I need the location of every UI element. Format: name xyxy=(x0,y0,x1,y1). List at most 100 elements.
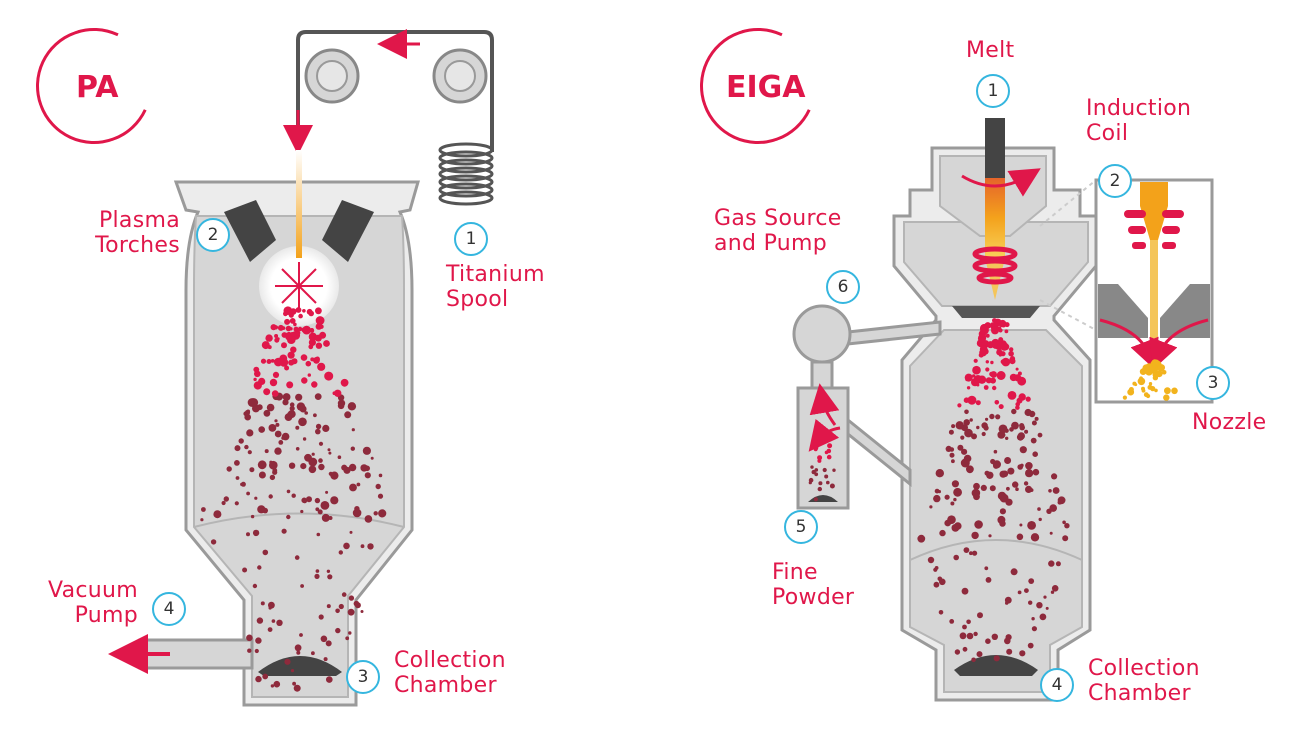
particle xyxy=(289,318,296,324)
particle xyxy=(318,458,323,463)
eiga-coil-turns xyxy=(972,246,1018,285)
particle xyxy=(1017,590,1022,595)
particle xyxy=(999,520,1006,527)
particle xyxy=(353,600,360,607)
particle xyxy=(937,470,944,476)
particle xyxy=(1019,650,1026,657)
particle xyxy=(253,377,257,382)
particle xyxy=(349,483,357,492)
particle xyxy=(1025,462,1033,470)
particle xyxy=(313,413,317,418)
particle xyxy=(973,358,978,363)
particle xyxy=(279,358,289,367)
particle xyxy=(360,610,364,613)
particle xyxy=(254,496,258,500)
particle xyxy=(247,398,257,407)
particle xyxy=(964,428,973,438)
particle xyxy=(1021,447,1027,452)
pa-powder-pile xyxy=(258,656,342,676)
particle xyxy=(1001,433,1006,437)
particle xyxy=(933,567,938,572)
particle xyxy=(917,534,926,543)
particle xyxy=(1046,508,1052,514)
particle xyxy=(327,448,331,452)
particle xyxy=(1012,481,1019,488)
pa-torch-left xyxy=(224,200,276,262)
particle xyxy=(240,481,246,487)
eiga-gas-neck xyxy=(810,360,834,390)
particle xyxy=(957,403,962,408)
particle xyxy=(362,446,371,455)
particle xyxy=(1045,606,1049,610)
particle xyxy=(294,644,302,652)
particle xyxy=(976,651,983,658)
particle xyxy=(305,360,312,367)
particle xyxy=(352,508,362,518)
particle xyxy=(997,374,1003,380)
particle xyxy=(976,425,980,430)
particle xyxy=(964,409,969,415)
particle xyxy=(990,360,994,365)
particle xyxy=(1019,523,1023,527)
particle xyxy=(961,587,969,595)
particle xyxy=(244,444,249,450)
particle xyxy=(314,497,321,504)
particle xyxy=(1064,523,1070,529)
particle xyxy=(286,489,291,494)
particle xyxy=(1006,486,1010,491)
particle xyxy=(343,466,351,474)
particle xyxy=(340,378,349,387)
eiga-badge-2: 2 xyxy=(1098,164,1132,198)
particle xyxy=(971,433,977,440)
particle xyxy=(829,483,835,489)
pa-torch-right xyxy=(322,200,374,262)
particle xyxy=(1062,535,1069,542)
particle xyxy=(255,637,262,644)
particle xyxy=(246,409,251,414)
particle xyxy=(1148,382,1153,386)
particle xyxy=(300,463,307,470)
particle xyxy=(997,491,1007,501)
particle xyxy=(998,404,1004,410)
particle xyxy=(253,366,260,373)
particle xyxy=(284,365,290,371)
particle xyxy=(273,680,281,688)
particle xyxy=(992,318,997,323)
particle xyxy=(1002,343,1010,350)
particle xyxy=(962,624,967,630)
particle xyxy=(293,684,301,692)
particle xyxy=(269,474,276,481)
particle xyxy=(953,497,957,502)
particle xyxy=(301,377,308,384)
particle xyxy=(965,377,970,382)
particle xyxy=(337,455,342,460)
particle xyxy=(293,326,299,332)
particle xyxy=(257,505,266,514)
eiga-inset-gas-left xyxy=(1099,318,1159,370)
particle xyxy=(364,472,371,479)
particle xyxy=(1030,533,1040,542)
particle xyxy=(308,465,317,474)
particle xyxy=(274,337,280,343)
particle xyxy=(274,430,282,438)
particle xyxy=(318,463,325,471)
particle xyxy=(308,332,317,341)
particle xyxy=(975,400,981,406)
particle xyxy=(300,584,304,588)
particle xyxy=(989,485,996,492)
particle xyxy=(944,519,951,527)
particle xyxy=(1009,356,1016,362)
particle xyxy=(1004,322,1010,328)
particle xyxy=(302,437,307,441)
particle xyxy=(247,648,252,653)
particle xyxy=(817,486,822,492)
particle xyxy=(364,515,373,523)
eiga-inset-gas-right xyxy=(1149,318,1209,370)
particle xyxy=(226,466,232,472)
particle xyxy=(349,530,353,534)
particle xyxy=(257,460,267,470)
particle xyxy=(350,446,355,451)
particle xyxy=(298,313,303,319)
particle xyxy=(981,431,986,437)
